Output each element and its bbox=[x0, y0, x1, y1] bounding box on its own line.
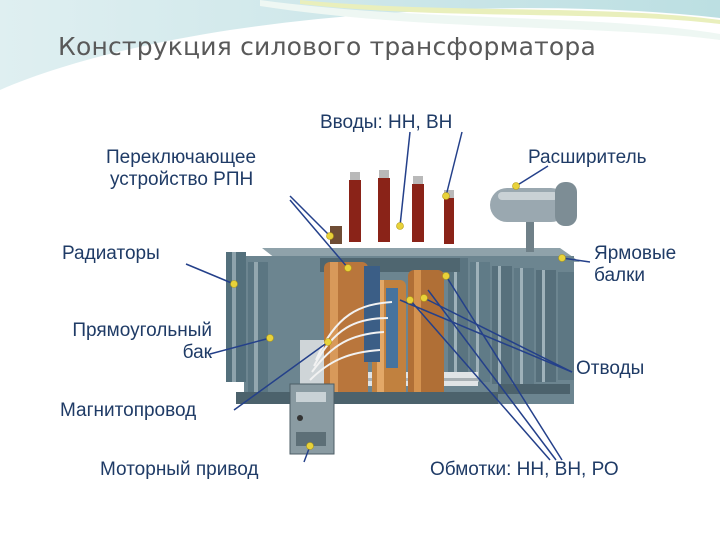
marker-bak bbox=[266, 334, 274, 342]
motor-drive-cabinet bbox=[289, 383, 335, 455]
leader-yarmovye bbox=[561, 257, 591, 263]
label-pereklyuchayushchee-ustroystvo: Переключающее устройство РПН bbox=[106, 147, 256, 191]
marker-vvody-2 bbox=[442, 192, 450, 200]
leader-obmotki-2 bbox=[427, 289, 557, 461]
label-bak-line-2: бак bbox=[182, 342, 212, 363]
leader-vvody-1 bbox=[399, 131, 411, 227]
label-yarmovye-line-1: Ярмовые bbox=[594, 243, 677, 264]
left-radiators bbox=[226, 252, 268, 392]
label-otvody: Отводы bbox=[576, 358, 645, 379]
windings bbox=[324, 262, 444, 404]
marker-radiatory bbox=[230, 280, 238, 288]
label-radiatory: Радиаторы bbox=[62, 243, 160, 264]
label-pryamougolny-bak: Прямоугольный бак bbox=[32, 320, 212, 364]
label-pereklyuch-line-1: Переключающее bbox=[106, 147, 257, 168]
label-rasshiritel: Расширитель bbox=[528, 147, 647, 168]
marker-obmotki-1 bbox=[406, 296, 414, 304]
leader-otvody-1 bbox=[423, 297, 573, 373]
leader-rasshiritel bbox=[515, 165, 549, 187]
leader-vvody-2 bbox=[445, 131, 463, 197]
label-yarmovye-line-2: балки bbox=[594, 265, 646, 286]
label-yarmovye-balki: Ярмовые балки bbox=[594, 243, 676, 287]
label-pereklyuch-line-2: устройство РПН bbox=[110, 169, 254, 190]
leader-obmotki-3 bbox=[445, 275, 563, 461]
label-bak-line-1: Прямоугольный bbox=[72, 320, 212, 341]
marker-rasshiritel bbox=[512, 182, 520, 190]
marker-pereklyuch-1 bbox=[326, 232, 334, 240]
label-magnitoprovod: Магнитопровод bbox=[60, 400, 197, 421]
leader-magnitoprovod bbox=[233, 341, 329, 411]
label-motorny-privod: Моторный привод bbox=[100, 459, 259, 480]
marker-otvody bbox=[420, 294, 428, 302]
leader-pereklyuch-top bbox=[289, 195, 331, 237]
marker-pereklyuch-2 bbox=[344, 264, 352, 272]
leader-obmotki-1 bbox=[409, 299, 551, 461]
top-wave-accent bbox=[300, 0, 720, 24]
label-vvody: Вводы: НН, ВН bbox=[320, 112, 453, 133]
label-obmotki: Обмотки: НН, ВН, РО bbox=[430, 459, 619, 480]
marker-obmotki-2 bbox=[442, 272, 450, 280]
marker-magnitoprovod bbox=[324, 338, 332, 346]
leader-radiatory bbox=[185, 263, 235, 285]
marker-yarmovye bbox=[558, 254, 566, 262]
marker-motorny bbox=[306, 442, 314, 450]
top-wave-shape bbox=[0, 0, 720, 90]
bushings bbox=[330, 170, 454, 244]
leader-bak bbox=[209, 337, 271, 355]
conservator bbox=[490, 182, 577, 252]
marker-vvody-1 bbox=[396, 222, 404, 230]
leader-otvody-2 bbox=[399, 299, 573, 373]
leader-pereklyuch-bottom bbox=[289, 199, 349, 269]
top-wave-highlight bbox=[260, 0, 720, 40]
slide-title: Конструкция силового трансформатора bbox=[58, 32, 596, 61]
